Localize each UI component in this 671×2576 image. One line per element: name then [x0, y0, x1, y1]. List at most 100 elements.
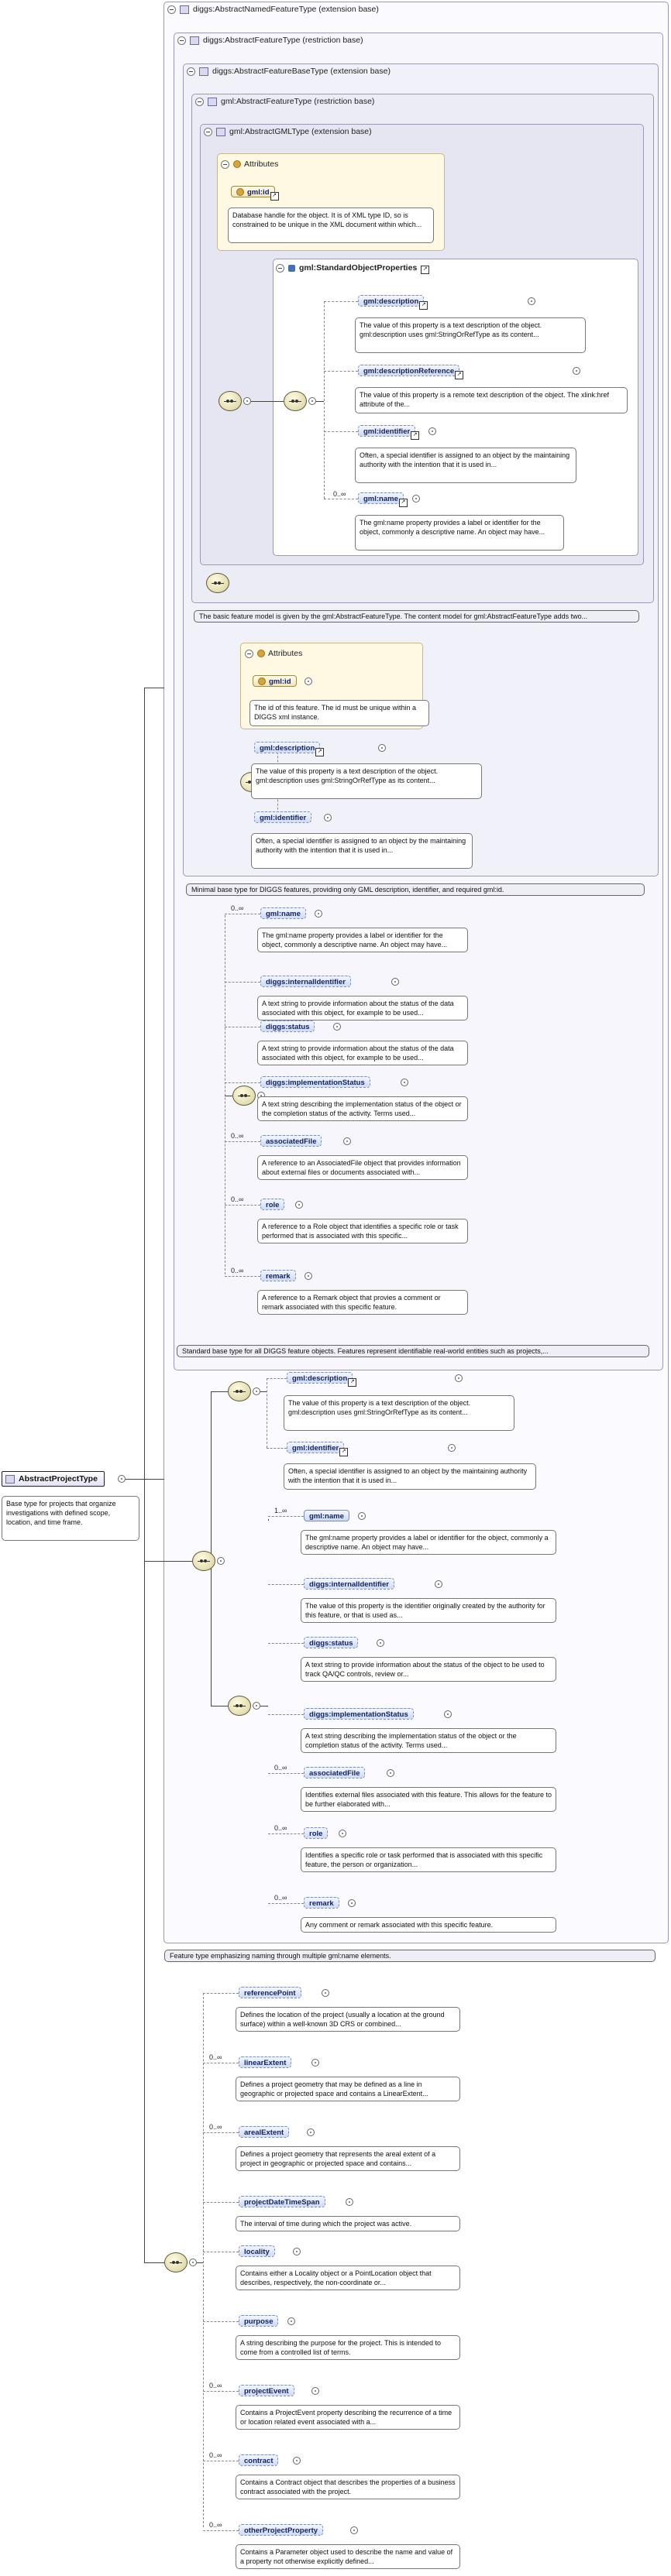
- element-feature-1[interactable]: diggs:internalIdentifier: [260, 976, 351, 987]
- element-project-5[interactable]: purpose: [239, 2315, 279, 2327]
- link-icon[interactable]: ↗: [348, 1378, 357, 1387]
- expand-handle[interactable]: [444, 1710, 452, 1718]
- element-project-8[interactable]: otherProjectProperty: [239, 2524, 324, 2536]
- attribute-gml-id[interactable]: gml:id: [253, 675, 297, 687]
- collapse-toggle-icon[interactable]: [204, 127, 212, 136]
- expand-handle[interactable]: [243, 397, 251, 405]
- element-named-a-1[interactable]: gml:identifier↗: [287, 1442, 349, 1456]
- link-icon[interactable]: ↗: [419, 301, 428, 310]
- element-project-0[interactable]: referencePoint: [239, 1987, 301, 1998]
- expand-handle[interactable]: [333, 1023, 341, 1031]
- collapse-toggle-icon[interactable]: [167, 5, 176, 14]
- element-std-prop-2[interactable]: gml:identifier↗: [358, 425, 420, 440]
- element-std-prop-3[interactable]: gml:name↗: [358, 492, 408, 507]
- attributes-header[interactable]: Attributes: [221, 159, 278, 169]
- expand-handle[interactable]: [455, 1374, 463, 1382]
- element-project-6[interactable]: projectEvent: [239, 2385, 294, 2396]
- expand-handle[interactable]: [343, 1137, 351, 1145]
- sequence-compositor-icon[interactable]: [284, 391, 307, 411]
- link-icon[interactable]: ↗: [398, 499, 408, 507]
- type-header[interactable]: diggs:AbstractFeatureBaseType (extension…: [187, 67, 391, 76]
- expand-handle[interactable]: [435, 1580, 442, 1588]
- expand-handle[interactable]: [528, 297, 535, 305]
- sequence-compositor-icon[interactable]: [228, 1381, 251, 1401]
- expand-handle[interactable]: [315, 910, 322, 918]
- expand-handle[interactable]: [287, 2317, 295, 2325]
- element-named-b-1[interactable]: diggs:internalIdentifier: [304, 1578, 394, 1590]
- expand-handle[interactable]: [305, 677, 312, 685]
- expand-handle[interactable]: [339, 1830, 346, 1837]
- group-header[interactable]: gml:StandardObjectProperties↗: [276, 263, 430, 274]
- expand-handle[interactable]: [346, 2198, 353, 2206]
- collapse-toggle-icon[interactable]: [221, 159, 229, 169]
- expand-handle[interactable]: [401, 1079, 408, 1086]
- expand-handle[interactable]: [189, 2259, 197, 2266]
- sequence-compositor-icon[interactable]: [206, 573, 229, 593]
- element-feature-2[interactable]: diggs:status: [260, 1020, 315, 1032]
- element-project-7[interactable]: contract: [239, 2454, 279, 2466]
- element-base-1[interactable]: gml:identifier: [254, 811, 312, 823]
- expand-handle[interactable]: [308, 397, 316, 405]
- element-project-2[interactable]: arealExtent: [239, 2126, 290, 2138]
- element-feature-6[interactable]: remark: [260, 1270, 296, 1281]
- collapse-toggle-icon[interactable]: [245, 649, 253, 658]
- expand-handle[interactable]: [573, 367, 580, 375]
- element-named-b-0[interactable]: gml:name: [304, 1510, 349, 1521]
- expand-handle[interactable]: [293, 2248, 301, 2255]
- element-feature-0[interactable]: gml:name: [260, 907, 306, 919]
- attribute-gml-id[interactable]: gml:id↗: [231, 186, 279, 201]
- link-icon[interactable]: ↗: [455, 371, 464, 379]
- expand-handle[interactable]: [391, 978, 399, 986]
- element-named-b-3[interactable]: diggs:implementationStatus: [304, 1708, 414, 1720]
- root-type-abstract-project[interactable]: AbstractProjectType: [2, 1471, 105, 1487]
- attributes-header[interactable]: Attributes: [245, 649, 302, 658]
- expand-handle[interactable]: [253, 1702, 260, 1710]
- expand-handle[interactable]: [358, 1512, 366, 1520]
- element-feature-4[interactable]: associatedFile: [260, 1135, 322, 1147]
- element-feature-3[interactable]: diggs:implementationStatus: [260, 1076, 370, 1088]
- sequence-compositor-icon[interactable]: [219, 391, 242, 411]
- link-icon[interactable]: ↗: [339, 1448, 349, 1456]
- link-icon[interactable]: ↗: [421, 266, 430, 274]
- element-project-1[interactable]: linearExtent: [239, 2056, 292, 2068]
- expand-handle[interactable]: [307, 2128, 315, 2136]
- link-icon[interactable]: ↗: [270, 192, 279, 201]
- expand-handle[interactable]: [448, 1444, 456, 1452]
- element-named-b-5[interactable]: role: [304, 1827, 329, 1839]
- expand-handle[interactable]: [217, 1557, 225, 1565]
- type-header[interactable]: diggs:AbstractNamedFeatureType (extensio…: [167, 5, 379, 14]
- collapse-toggle-icon[interactable]: [177, 36, 186, 45]
- element-named-b-4[interactable]: associatedFile: [304, 1767, 366, 1779]
- expand-handle[interactable]: [253, 1387, 260, 1395]
- expand-handle[interactable]: [305, 1272, 312, 1280]
- element-named-b-6[interactable]: remark: [304, 1897, 339, 1909]
- element-feature-5[interactable]: role: [260, 1199, 285, 1210]
- expand-handle[interactable]: [348, 1899, 356, 1907]
- element-std-prop-1[interactable]: gml:descriptionReference↗: [358, 365, 464, 379]
- expand-handle[interactable]: [378, 744, 386, 752]
- element-base-0[interactable]: gml:description↗: [254, 742, 325, 756]
- element-project-4[interactable]: locality: [239, 2245, 275, 2257]
- expand-handle[interactable]: [387, 1769, 394, 1777]
- collapse-toggle-icon[interactable]: [195, 97, 204, 106]
- collapse-toggle-icon[interactable]: [187, 67, 195, 76]
- type-header[interactable]: gml:AbstractGMLType (extension base): [204, 127, 372, 136]
- expand-handle[interactable]: [118, 1475, 126, 1483]
- expand-handle[interactable]: [350, 2526, 358, 2534]
- element-std-prop-0[interactable]: gml:description↗: [358, 295, 428, 310]
- sequence-compositor-icon[interactable]: [164, 2252, 188, 2272]
- sequence-compositor-icon[interactable]: [228, 1696, 251, 1716]
- type-header[interactable]: gml:AbstractFeatureType (restriction bas…: [195, 97, 374, 106]
- expand-handle[interactable]: [428, 427, 436, 435]
- collapse-toggle-icon[interactable]: [276, 263, 284, 273]
- element-named-b-2[interactable]: diggs:status: [304, 1637, 359, 1648]
- sequence-compositor-icon[interactable]: [232, 1086, 256, 1106]
- expand-handle[interactable]: [311, 2387, 319, 2395]
- link-icon[interactable]: ↗: [315, 748, 325, 756]
- expand-handle[interactable]: [377, 1639, 384, 1647]
- expand-handle[interactable]: [311, 2059, 319, 2067]
- expand-handle[interactable]: [295, 1201, 303, 1209]
- expand-handle[interactable]: [322, 1989, 329, 1997]
- link-icon[interactable]: ↗: [411, 431, 420, 440]
- element-named-a-0[interactable]: gml:description↗: [287, 1372, 357, 1387]
